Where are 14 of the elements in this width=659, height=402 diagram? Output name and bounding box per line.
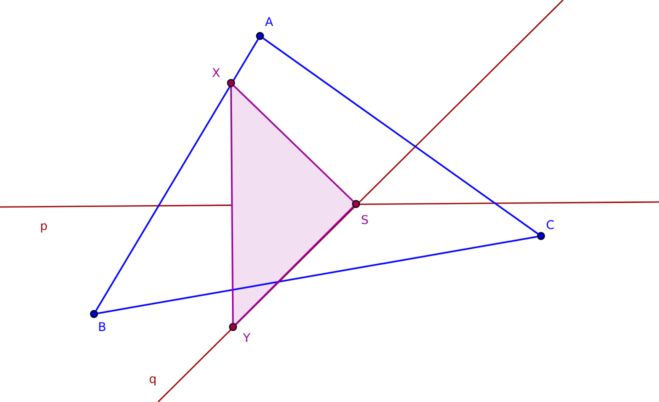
point-label: S [361,213,369,227]
line-label: q [149,372,157,386]
line-segment [98,236,538,314]
point-label: C [546,218,554,232]
point-label: B [98,320,106,334]
line-segment [233,85,354,202]
point-label: A [265,15,274,29]
line-label: p [40,219,48,233]
line-segment [235,206,354,325]
point-label: X [212,66,220,80]
line-segment [262,38,538,234]
point-label: Y [243,331,250,345]
line-segment [95,39,259,311]
line-segment [230,87,234,323]
